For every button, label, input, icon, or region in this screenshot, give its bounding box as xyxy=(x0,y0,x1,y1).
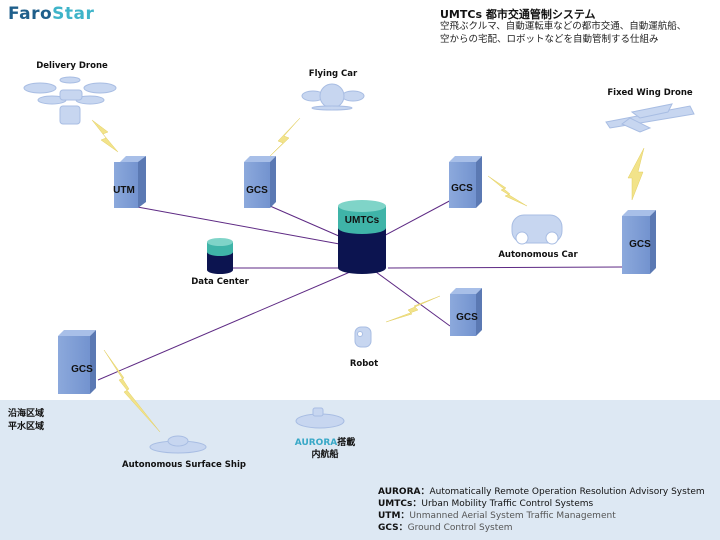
delivery-drone-icon xyxy=(23,76,117,125)
gcs-label: GCS xyxy=(246,185,268,196)
abbreviation-legend: AURORA：Automatically Remote Operation Re… xyxy=(378,486,705,534)
wireless-links xyxy=(91,117,645,433)
gcs-box-middle-right: GCS xyxy=(450,288,482,336)
robot-label: Robot xyxy=(349,359,379,369)
line-utm-umtcs xyxy=(131,205,346,246)
surface-ship-label: Autonomous Surface Ship xyxy=(122,460,246,470)
line-gcs-left-umtcs xyxy=(97,271,351,381)
aurora-suffix: 搭載 xyxy=(337,438,356,448)
umtcs-label: UMTCs xyxy=(345,215,380,226)
data-center-label: Data Center xyxy=(191,277,249,287)
data-center-icon xyxy=(207,238,233,274)
lightning-icon xyxy=(487,175,528,207)
aurora-name: AURORA xyxy=(294,438,338,448)
aurora-line-2: 内航船 xyxy=(311,450,339,460)
aurora-vessel-icon xyxy=(295,407,345,429)
lightning-icon xyxy=(91,119,119,153)
description-line-2: 空からの宅配、ロボットなどを自動管制する仕組み xyxy=(440,34,659,45)
delivery-drone-label: Delivery Drone xyxy=(36,61,108,71)
flying-car-label: Flying Car xyxy=(308,69,358,79)
gcs-label: GCS xyxy=(71,364,93,375)
gcs-box-top-left: GCS xyxy=(244,156,276,208)
coastal-line-2: 平水区域 xyxy=(8,422,45,432)
gcs-label: GCS xyxy=(451,183,473,194)
legend-row-aurora: AURORA：Automatically Remote Operation Re… xyxy=(378,487,705,497)
gcs-box-far-right: GCS xyxy=(622,210,656,274)
autonomous-car-label: Autonomous Car xyxy=(498,250,578,260)
utm-label: UTM xyxy=(113,185,135,196)
lightning-icon xyxy=(385,295,441,323)
lightning-icon xyxy=(265,117,301,161)
legend-row-umtcs: UMTCs：Urban Mobility Traffic Control Sys… xyxy=(378,499,594,509)
robot-icon xyxy=(354,326,372,348)
gcs-label: GCS xyxy=(456,312,478,323)
utm-box: UTM xyxy=(113,156,146,208)
lightning-icon xyxy=(103,349,161,433)
line-gcs-far-right-umtcs xyxy=(387,266,623,269)
lightning-icon xyxy=(627,147,645,201)
coastal-line-1: 沿海区域 xyxy=(8,409,45,419)
line-gcs-middle-umtcs xyxy=(375,271,451,327)
coastal-zone-label: 沿海区域 平水区域 xyxy=(8,408,44,434)
app-logo: FaroStar xyxy=(8,4,95,24)
gcs-box-top-right: GCS xyxy=(449,156,482,208)
fixed-wing-drone-label: Fixed Wing Drone xyxy=(607,88,693,98)
flying-car-icon xyxy=(301,83,365,111)
autonomous-car-icon xyxy=(511,214,563,245)
diagram-description: 空飛ぶクルマ、自動運転車などの都市交通、自動運航船、 空からの宅配、ロボットなど… xyxy=(440,20,718,46)
line-gcs-top-left-umtcs xyxy=(269,205,349,241)
legend-row-utm: UTM：Unmanned Aerial System Traffic Manag… xyxy=(378,511,616,521)
description-line-1: 空飛ぶクルマ、自動運転車などの都市交通、自動運航船、 xyxy=(440,21,687,32)
line-gcs-top-right-umtcs xyxy=(379,197,456,239)
diagram-title: UMTCs 都市交通管制システム xyxy=(440,8,596,21)
legend-row-gcs: GCS：Ground Control System xyxy=(378,523,513,533)
network-lines xyxy=(97,197,623,381)
fixed-wing-drone-icon xyxy=(605,103,695,133)
gcs-label: GCS xyxy=(629,239,651,250)
umtcs-server: UMTCs xyxy=(338,200,386,274)
gcs-box-left: GCS xyxy=(58,330,96,394)
sea-area xyxy=(0,400,720,540)
surface-ship-icon xyxy=(149,435,207,454)
aurora-vessel-label: AURORA搭載 内航船 xyxy=(290,437,360,461)
